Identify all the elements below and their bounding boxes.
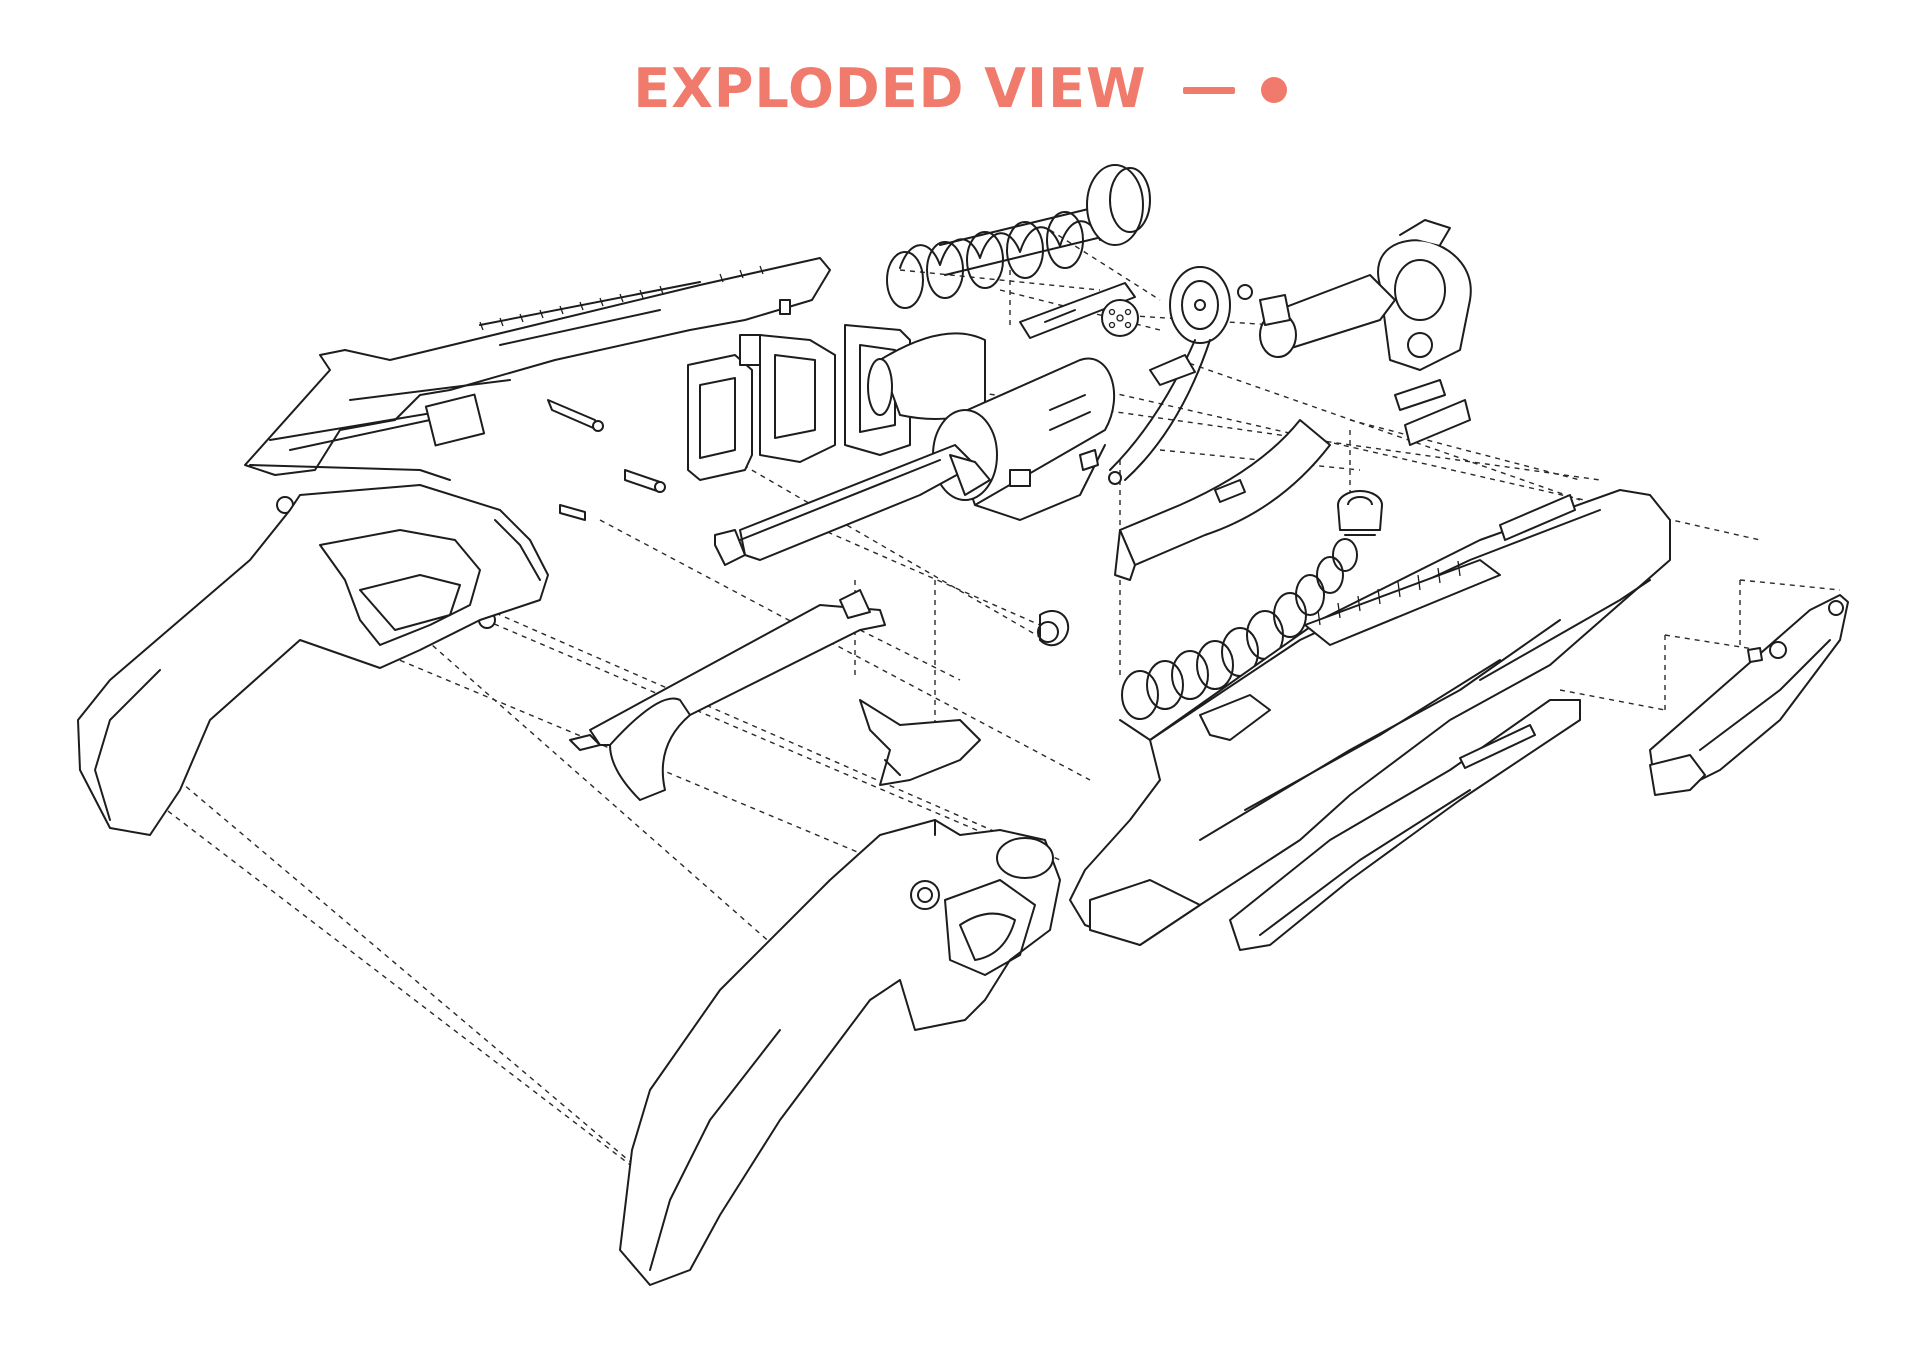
cylinder-disk [1109,266,1253,481]
dot-icon[interactable] [1260,77,1287,103]
dash-icon[interactable] [1182,86,1235,94]
left-receiver-shell [244,257,831,481]
feed-arm [1114,419,1331,581]
trigger-parts [569,589,1070,801]
left-grip-half [77,484,549,836]
view-toggle[interactable] [1182,77,1287,103]
main-receiver-body [1069,489,1671,951]
trigger-group-frame [687,324,986,481]
barrel-cylinder [932,357,1122,521]
small-gear [1337,490,1383,536]
front-sight-block [1259,219,1472,446]
header: EXPLODED VIEW [0,48,1920,128]
recoil-spring-upper [886,164,1151,309]
front-end-cap [1649,594,1849,796]
page-title: EXPLODED VIEW [633,56,1147,120]
right-grip-half [619,819,1061,1286]
magazine-rail [714,444,991,566]
cam-pieces [1079,294,1291,471]
slide-plate [1019,282,1139,339]
